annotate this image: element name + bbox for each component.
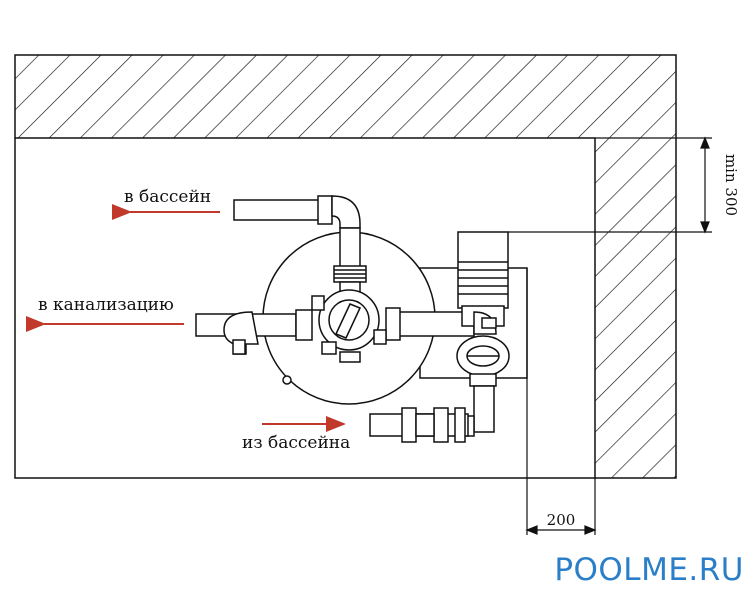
label-to-sewer: в канализацию	[38, 295, 174, 315]
dimension-min-300-label: min 300	[722, 154, 740, 216]
filter-pump-unit	[195, 195, 528, 443]
brand-watermark: POOLME.RU	[554, 552, 744, 588]
dimension-min-300	[508, 136, 712, 234]
dimension-200	[525, 268, 597, 535]
dimension-200-label: 200	[547, 511, 576, 529]
label-to-pool: в бассейн	[124, 187, 211, 207]
label-from-pool: из бассейна	[242, 433, 350, 453]
